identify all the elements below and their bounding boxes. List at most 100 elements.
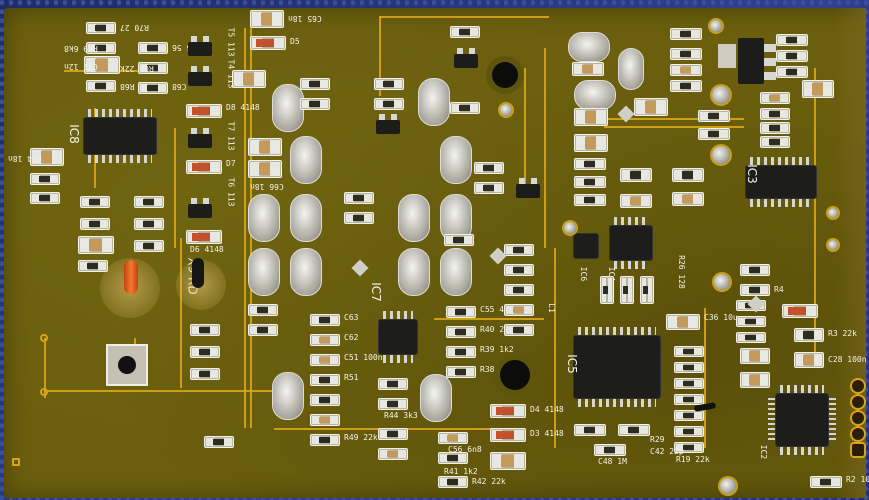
resistor-r9 <box>760 122 790 134</box>
label-ic6: IC6 <box>579 266 589 282</box>
label-r44: R44 3k3 <box>384 411 418 420</box>
resistor <box>776 50 808 62</box>
via-pad <box>564 222 576 234</box>
resistor-r28 <box>620 276 634 304</box>
resistor-r68 <box>86 80 116 92</box>
resistor-r3 <box>794 328 824 342</box>
capacitor-c51 <box>310 354 340 366</box>
label-r51: R51 <box>344 373 359 382</box>
test-point <box>351 259 369 277</box>
resistor <box>504 324 534 336</box>
ic7-chip <box>379 311 417 363</box>
capacitor-c55 <box>446 306 476 318</box>
label-r69: R69 6k8 <box>64 44 98 53</box>
label-ic5: IC5 <box>564 354 579 374</box>
capacitor <box>740 372 770 388</box>
transistor-t4 <box>188 66 212 86</box>
label-r41: R41 1k2 <box>444 467 478 476</box>
trace <box>434 318 544 320</box>
via-pad <box>710 20 722 32</box>
label-c56: C56 6n8 <box>448 445 482 454</box>
capacitor-c68 <box>138 82 168 94</box>
via-pad <box>712 86 730 104</box>
pad <box>568 32 610 62</box>
via-pad <box>720 478 736 494</box>
resistor-r49 <box>310 434 340 446</box>
transistor <box>376 114 400 134</box>
label-c72: C72 12n <box>64 62 98 71</box>
header-pin-5 <box>852 444 864 456</box>
voltage-regulator <box>738 38 764 84</box>
resistor <box>344 212 374 224</box>
label-t5: T5 113 <box>226 27 236 57</box>
label-d4: D4 4148 <box>530 405 564 414</box>
resistor <box>574 424 606 436</box>
label-ic2: IC2 <box>759 444 769 460</box>
label-c68: C68 <box>172 82 187 91</box>
capacitor-c7 <box>572 62 604 76</box>
label-c62: C62 <box>344 333 359 342</box>
via-pad <box>828 240 838 250</box>
wire-red <box>124 260 138 294</box>
resistor-r40 <box>446 326 476 338</box>
resistor <box>674 426 704 437</box>
resistor <box>574 176 606 188</box>
trace <box>554 248 556 448</box>
resistor <box>474 162 504 174</box>
resistor <box>30 173 60 185</box>
resistor <box>740 264 770 276</box>
resistor-r15 <box>698 128 730 140</box>
header-pin-3 <box>852 412 864 424</box>
capacitor-c57 <box>378 448 408 460</box>
mounting-hole <box>492 62 518 88</box>
capacitor-c49b <box>504 304 534 316</box>
label-r40: R40 2k2 <box>480 325 514 334</box>
resistor <box>134 218 164 230</box>
resistor <box>450 26 480 38</box>
trace <box>44 390 274 392</box>
resistor <box>444 234 474 246</box>
resistor-r8 <box>760 108 790 120</box>
resistor-r42 <box>438 476 468 488</box>
label-r42: R42 22k <box>472 477 506 486</box>
resistor <box>736 316 766 327</box>
pad <box>440 136 472 184</box>
pad <box>272 84 304 132</box>
diode-d8 <box>186 104 222 118</box>
resistor <box>474 182 504 194</box>
resistor <box>674 346 704 357</box>
label-r38: R38 2k2 <box>480 365 514 374</box>
pad <box>440 248 472 296</box>
resistor <box>670 48 702 60</box>
ic8-chip <box>84 109 156 163</box>
resistor <box>204 436 234 448</box>
resistor <box>300 98 330 110</box>
label-c42: C42 22p <box>650 447 684 456</box>
capacitor <box>802 80 834 98</box>
resistor <box>374 98 404 110</box>
pad <box>574 80 616 110</box>
resistor-r44 <box>378 398 408 410</box>
label-d7: D7 <box>226 159 236 168</box>
resistor <box>674 394 704 405</box>
via-pad <box>828 208 838 218</box>
mounting-pad <box>106 344 148 386</box>
pad <box>420 374 452 422</box>
trace <box>704 308 706 448</box>
label-r29: R29 <box>650 435 665 444</box>
via-pad <box>500 104 512 116</box>
pad <box>398 194 430 242</box>
resistor-r4 <box>740 284 770 296</box>
capacitor-c56 <box>438 432 468 444</box>
label-c51: C51 100n <box>344 353 383 362</box>
label-t6: T6 113 <box>226 177 236 207</box>
resistor <box>504 284 534 296</box>
label-r4: R4 <box>774 285 784 294</box>
mounting-hole <box>500 360 530 390</box>
pad <box>290 248 322 296</box>
transistor-t6 <box>188 198 212 218</box>
label-c74: C74 18n <box>8 154 42 163</box>
diode-d4 <box>490 404 526 418</box>
capacitor <box>670 64 702 76</box>
capacitor-c65 <box>250 10 284 28</box>
